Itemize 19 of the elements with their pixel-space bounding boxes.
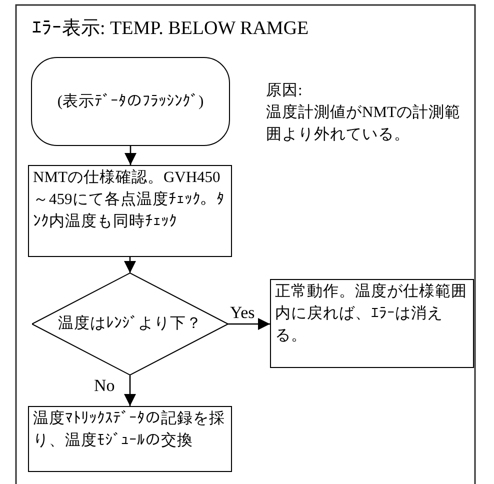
node-text: 正常動作。温度が仕様範囲内に戻れば、ｴﾗｰは消える。 <box>275 282 468 346</box>
node-text: (表示ﾃﾞｰﾀのﾌﾗｯｼﾝｸﾞ) <box>57 92 204 112</box>
process-box <box>270 279 474 368</box>
process-box <box>28 165 232 257</box>
node-text: 温度ﾏﾄﾘｯｸｽﾃﾞｰﾀの記録を採り、温度ﾓｼﾞｭｰﾙの交換 <box>33 409 226 451</box>
decision-diamond <box>32 273 228 375</box>
arrow <box>124 146 136 165</box>
arrow <box>228 318 270 330</box>
arrow <box>124 375 136 406</box>
node-text: NMTの仕様確認。GVH450 ～459にて各点温度ﾁｪｯｸ。ﾀﾝｸ内温度も同時ﾁｪｯｸ <box>33 168 226 232</box>
edge-label: Yes <box>230 303 255 323</box>
process-box <box>28 406 232 472</box>
node-text: 温度はﾚﾝｼﾞより下？ <box>58 314 202 334</box>
title: ｴﾗｰ表示: TEMP. BELOW RAMGE <box>32 17 309 41</box>
start-terminal <box>31 57 230 146</box>
arrow <box>124 257 136 273</box>
note-text: 温度計測値がNMTの計測範囲より外れている。 <box>266 103 462 145</box>
note-text: 原因: <box>266 81 304 101</box>
edge-label: No <box>94 376 115 396</box>
